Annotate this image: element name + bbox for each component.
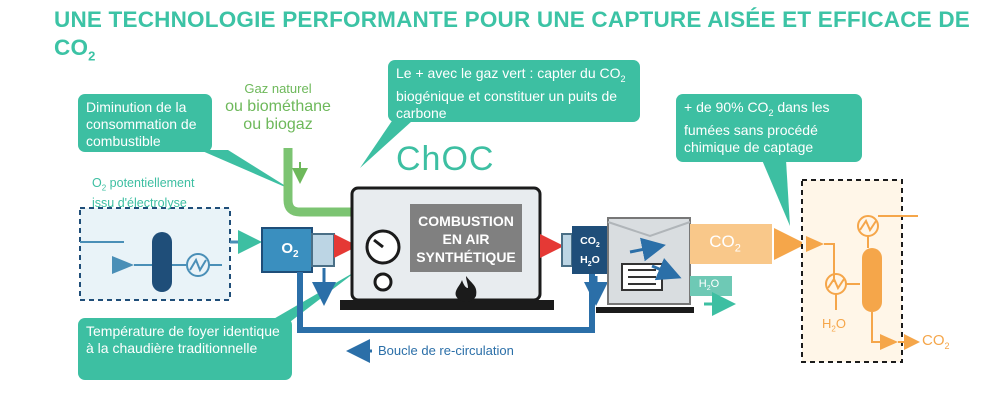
condenser-unit (607, 217, 691, 305)
gas-pipe (283, 148, 352, 217)
recirculation-label: Boucle de re-circulation (378, 343, 514, 358)
capture-box (801, 179, 903, 363)
callout-gazvert-tail (360, 112, 422, 168)
gas-label: Gaz naturel ou biométhane ou biogaz (225, 81, 331, 133)
capture-co2-label: CO2 (922, 332, 950, 351)
capture-compressor-icon (806, 236, 824, 252)
compressor-icon (112, 256, 134, 274)
flame-icon (455, 276, 477, 302)
h2o-outlet-pipe (690, 276, 732, 296)
button-icon (373, 272, 393, 292)
flue-outlet (572, 226, 608, 274)
page-title: UNE TECHNOLOGIE PERFORMANTE POUR UNE CAP… (54, 7, 970, 64)
o2-inlet (261, 227, 313, 273)
callout-fumees: + de 90% CO2 dans les fumées sans procéd… (676, 94, 862, 162)
h2o-pipe-label: H2O (698, 278, 720, 293)
o2-source-label: O2 potentiellement issu d'électrolyse (92, 176, 195, 210)
co2-output-compressor-icon (880, 334, 898, 350)
combustion-panel (410, 204, 522, 272)
electrolyser-column-icon (152, 232, 172, 292)
co2-pipe-label: CO2 (709, 232, 741, 255)
boiler-base (340, 300, 554, 310)
choc-logo: ChOC (396, 140, 495, 178)
callout-fumees-tail (762, 160, 790, 226)
co2-outlet-pipe (690, 224, 772, 264)
capture-h2o-label: H2O (822, 316, 846, 334)
separator-column-icon (862, 248, 882, 312)
o2-inlet-label: O2 (281, 240, 299, 260)
callout-gaz-vert: Le + avec le gaz vert : capter du CO2 bi… (388, 60, 640, 122)
callout-diminution: Diminution de la consommation de combust… (78, 94, 212, 152)
callout-diminution-tail (200, 150, 292, 190)
combustion-label: COMBUSTION EN AIR SYNTHÉTIQUE (416, 213, 516, 265)
flue-outlet-label: CO2 H2O (580, 235, 600, 269)
callout-temperature: Température de foyer identique à la chau… (78, 318, 292, 380)
